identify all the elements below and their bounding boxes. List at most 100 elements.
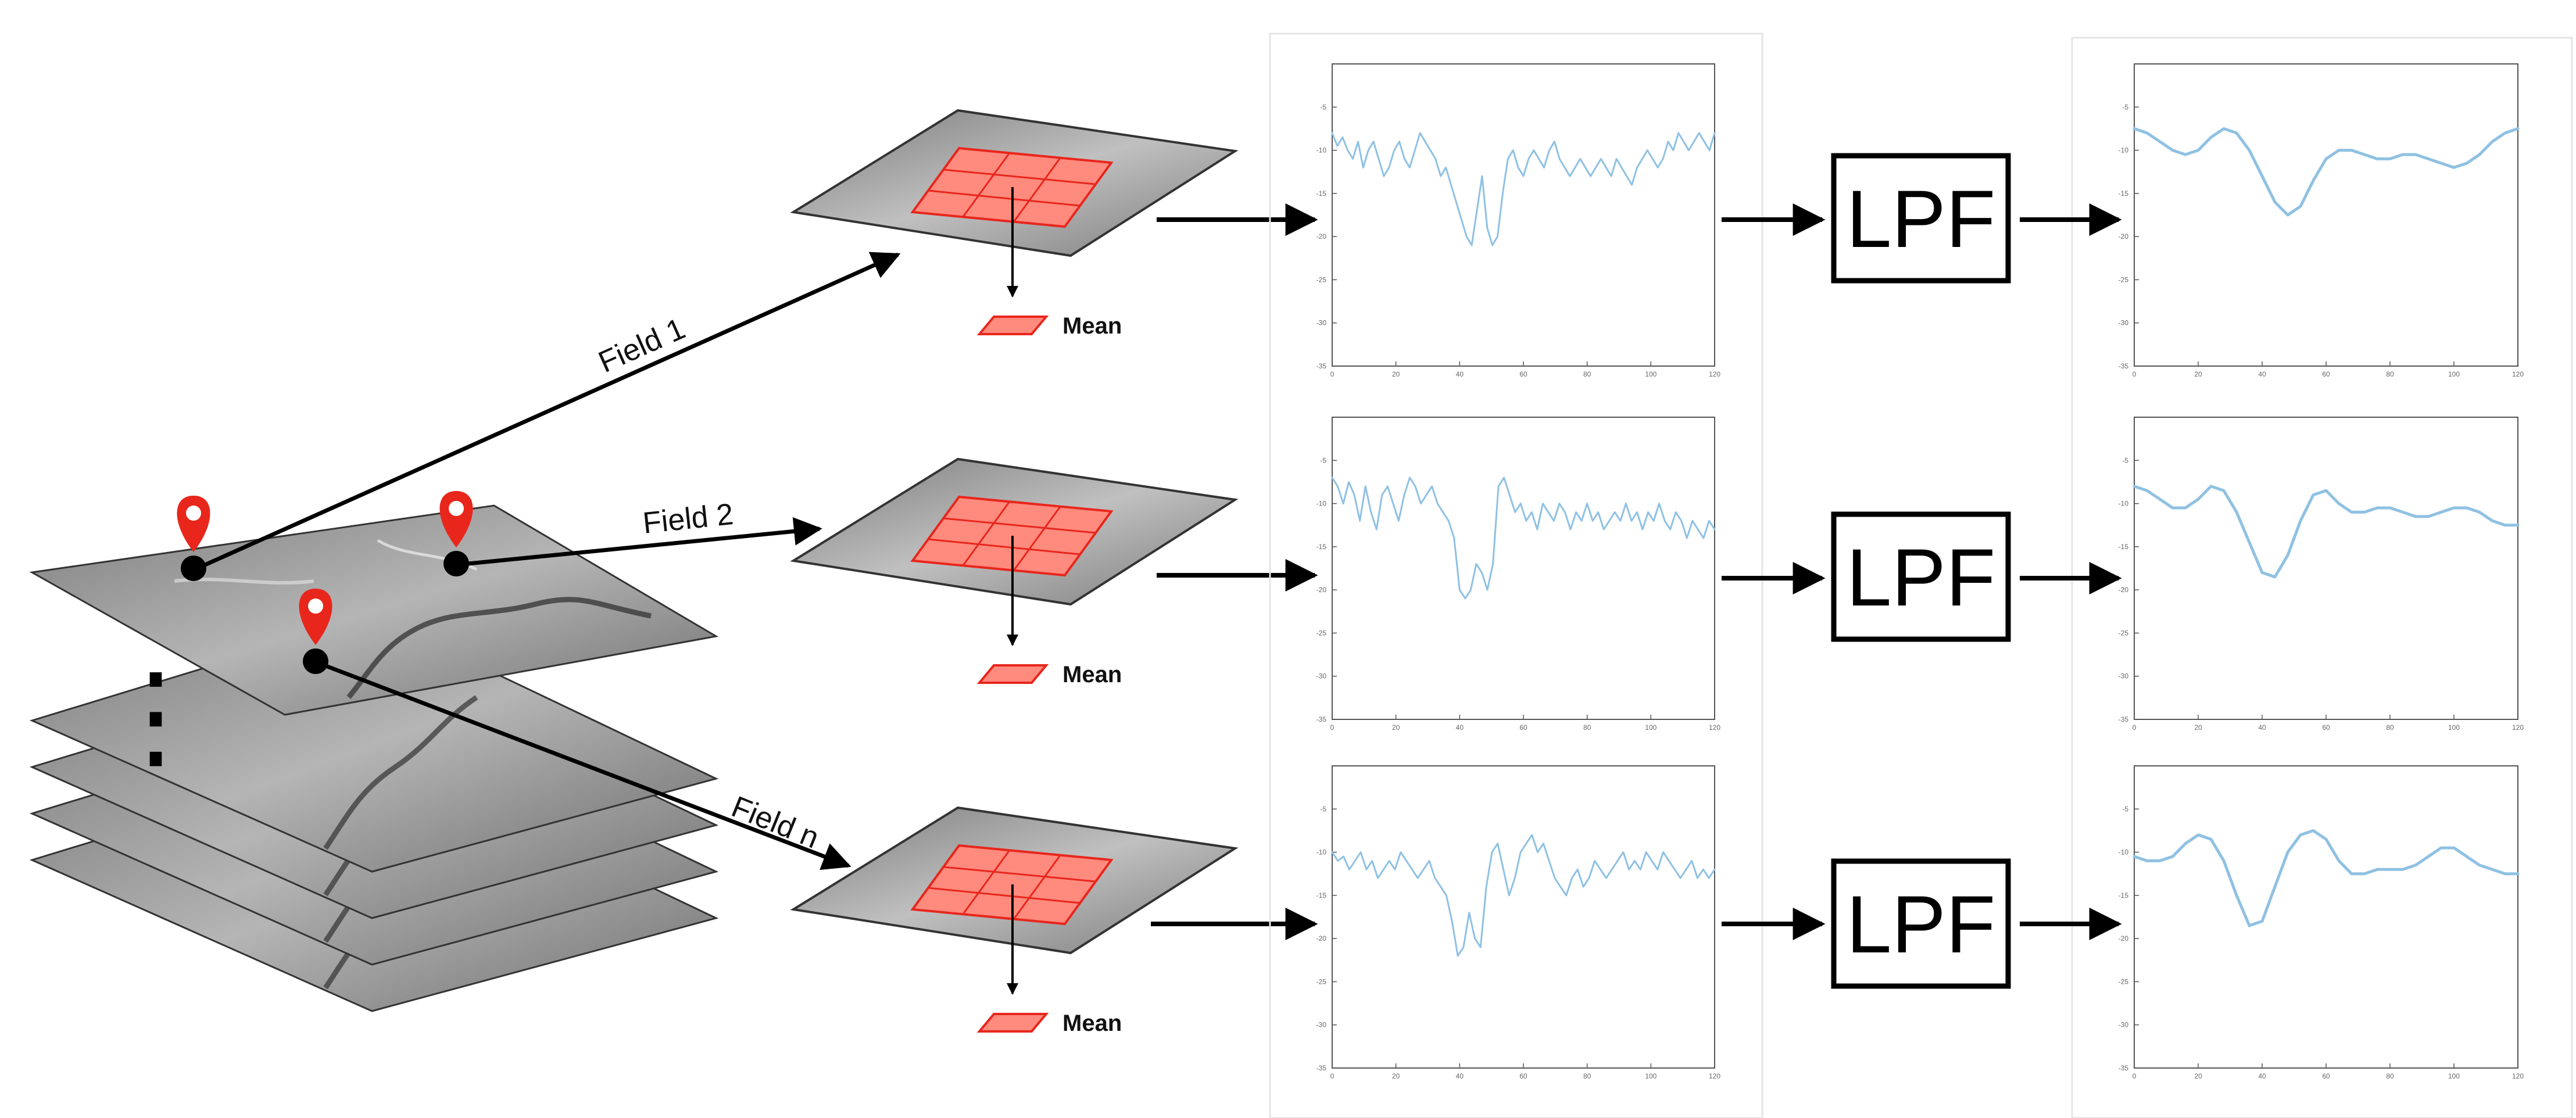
- filtered-plot-2-xtick-label: 60: [2322, 723, 2330, 732]
- raw-plot-2-ytick-label: -20: [1316, 586, 1327, 594]
- filtered-plot-2-ytick-label: -10: [2119, 500, 2129, 508]
- raw-plot-3-ytick-label: -10: [1316, 848, 1327, 857]
- filtered-plot-2-axes: [2134, 417, 2518, 720]
- raw-plot-1-ytick-label: -35: [1316, 362, 1327, 370]
- raw-plot-1-ytick-label: -5: [1320, 103, 1326, 111]
- raw-plot-3-axes: [1332, 765, 1715, 1069]
- filtered-plot-3-xtick-label: 120: [2512, 1072, 2524, 1080]
- filtered-plot-1-xtick-label: 0: [2133, 370, 2137, 378]
- mean-label-2: Mean: [1062, 662, 1122, 687]
- pin-field-n: [299, 589, 332, 674]
- patch-to-plot-arrows: [1151, 203, 1318, 940]
- raw-plot-3-ytick-label: -30: [1316, 1021, 1327, 1029]
- filtered-plot-3-xtick-label: 40: [2258, 1072, 2266, 1080]
- filtered-plot-1-ytick-label: -30: [2119, 319, 2129, 327]
- filtered-plot-1-xtick-label: 20: [2194, 370, 2202, 378]
- filtered-plot-3-ytick-label: -20: [2119, 934, 2129, 943]
- pin-field-2: [439, 491, 473, 576]
- field-n-label: Field n: [727, 790, 824, 855]
- field-arrows: [194, 252, 901, 870]
- filtered-plot-3-axes: [2134, 765, 2518, 1069]
- filtered-plot-2-ytick-label: -15: [2119, 543, 2129, 551]
- raw-plot-3-ytick-label: -15: [1316, 891, 1327, 900]
- raw-plot-2-xtick-label: 0: [1330, 723, 1334, 732]
- filtered-plot-3-ytick-label: -35: [2119, 1064, 2129, 1072]
- filtered-plot-2-xtick-label: 80: [2386, 723, 2394, 732]
- filtered-plot-3-ytick-label: -30: [2119, 1021, 2129, 1029]
- filtered-plot-3-xtick-label: 20: [2194, 1072, 2202, 1080]
- pin-anchor-dot: [303, 648, 328, 674]
- raw-plot-1-ytick-label: -30: [1316, 319, 1327, 327]
- raw-plot-3-ytick-label: -20: [1316, 934, 1327, 943]
- filtered-plot-1-xtick-label: 80: [2386, 370, 2394, 378]
- filtered-plot-1-ytick-label: -5: [2122, 103, 2128, 111]
- raw-plot-2-xtick-label: 80: [1583, 723, 1591, 732]
- pin-anchor-dot: [443, 551, 469, 576]
- mean-label-1: Mean: [1062, 313, 1122, 339]
- arrow-field-n: [316, 660, 851, 870]
- filtered-plot-1-axes: [2134, 63, 2518, 367]
- raw-plot-2-xtick-label: 120: [1709, 723, 1720, 732]
- raw-plot-2-ytick-label: -35: [1316, 715, 1327, 723]
- lpf-box-1: LPF: [1831, 153, 2011, 284]
- raw-plot-3-xtick-label: 120: [1709, 1072, 1720, 1080]
- filtered-plot-1-series-line: [2133, 127, 2520, 217]
- filtered-plot-2-xtick-label: 40: [2258, 723, 2266, 732]
- raw-plot-2-ytick-label: -25: [1316, 629, 1327, 637]
- lpf-label-1: LPF: [1847, 173, 1996, 264]
- field-2-label: Field 2: [641, 497, 735, 540]
- raw-plot-3-xtick-label: 40: [1456, 1072, 1464, 1080]
- raw-plot-3-ytick-label: -25: [1316, 977, 1327, 986]
- filtered-plot-2-ytick-label: -35: [2119, 715, 2129, 723]
- patch-field-n: Mean: [790, 806, 1239, 1036]
- filtered-plot-1-ytick-label: -15: [2119, 189, 2129, 198]
- raw-plot-1-ytick-label: -20: [1316, 232, 1327, 241]
- location-pin-icon: [177, 496, 210, 552]
- filtered-plot-3-xtick-label: 0: [2133, 1072, 2137, 1080]
- pin-field-1: [177, 496, 210, 581]
- raw-plot-1-ytick-label: -10: [1316, 146, 1327, 155]
- raw-plot-2-xtick-label: 100: [1645, 723, 1656, 732]
- lpf-box-2: LPF: [1831, 511, 2011, 642]
- mean-cell: [976, 1013, 1049, 1033]
- mean-cell: [976, 664, 1049, 684]
- mean-label-n: Mean: [1062, 1010, 1122, 1036]
- raw-plot-2-xtick-label: 20: [1392, 723, 1400, 732]
- filtered-plot-2-series-line: [2133, 485, 2520, 579]
- filtered-plot-2-xtick-label: 20: [2194, 723, 2202, 732]
- filtered-plot-2-ytick-label: -20: [2119, 586, 2129, 594]
- raw-plot-1-series-line: [1331, 132, 1716, 246]
- filtered-plot-1-xtick-label: 40: [2258, 370, 2266, 378]
- filtered-plot-1-xtick-label: 100: [2448, 370, 2460, 378]
- pin-anchor-dot: [181, 556, 206, 581]
- filtered-plot-2-ytick-label: -30: [2119, 672, 2129, 680]
- raw-plot-3-xtick-label: 0: [1330, 1072, 1334, 1080]
- filtered-plot-1-ytick-label: -25: [2119, 275, 2129, 284]
- filtered-plot-3-xtick-label: 80: [2386, 1072, 2394, 1080]
- raw-plot-2-xtick-label: 60: [1519, 723, 1527, 732]
- raw-plot-1-xtick-label: 60: [1519, 370, 1527, 378]
- lpf-label-2: LPF: [1847, 532, 1996, 623]
- filtered-plot-3-ytick-label: -10: [2119, 848, 2129, 857]
- patch-field-2: Mean: [790, 457, 1239, 687]
- filtered-plot-3-series-line: [2133, 829, 2520, 927]
- lpf-label-n: LPF: [1847, 879, 1996, 970]
- filtered-plot-2-xtick-label: 100: [2448, 723, 2460, 732]
- mean-cell: [976, 316, 1049, 335]
- raw-plot-3-xtick-label: 80: [1583, 1072, 1591, 1080]
- raw-plot-3-ytick-label: -35: [1316, 1064, 1327, 1072]
- raw-plot-2-xtick-label: 40: [1456, 723, 1464, 732]
- continuation-marker: ⋮: [98, 648, 214, 783]
- arrow-field-2: [456, 517, 822, 567]
- raw-plot-3-series-line: [1331, 834, 1716, 957]
- location-pin-icon: [299, 589, 332, 645]
- filtered-plot-2-ytick-label: -5: [2122, 456, 2128, 464]
- filter-arrows: [1722, 203, 2122, 940]
- raw-plot-2-ytick-label: -15: [1316, 543, 1327, 551]
- filtered-plot-3-ytick-label: -25: [2119, 977, 2129, 986]
- filtered-plot-2-ytick-label: -25: [2119, 629, 2129, 637]
- filtered-plot-2-xtick-label: 0: [2133, 723, 2137, 732]
- raw-plot-2-axes: [1332, 417, 1715, 720]
